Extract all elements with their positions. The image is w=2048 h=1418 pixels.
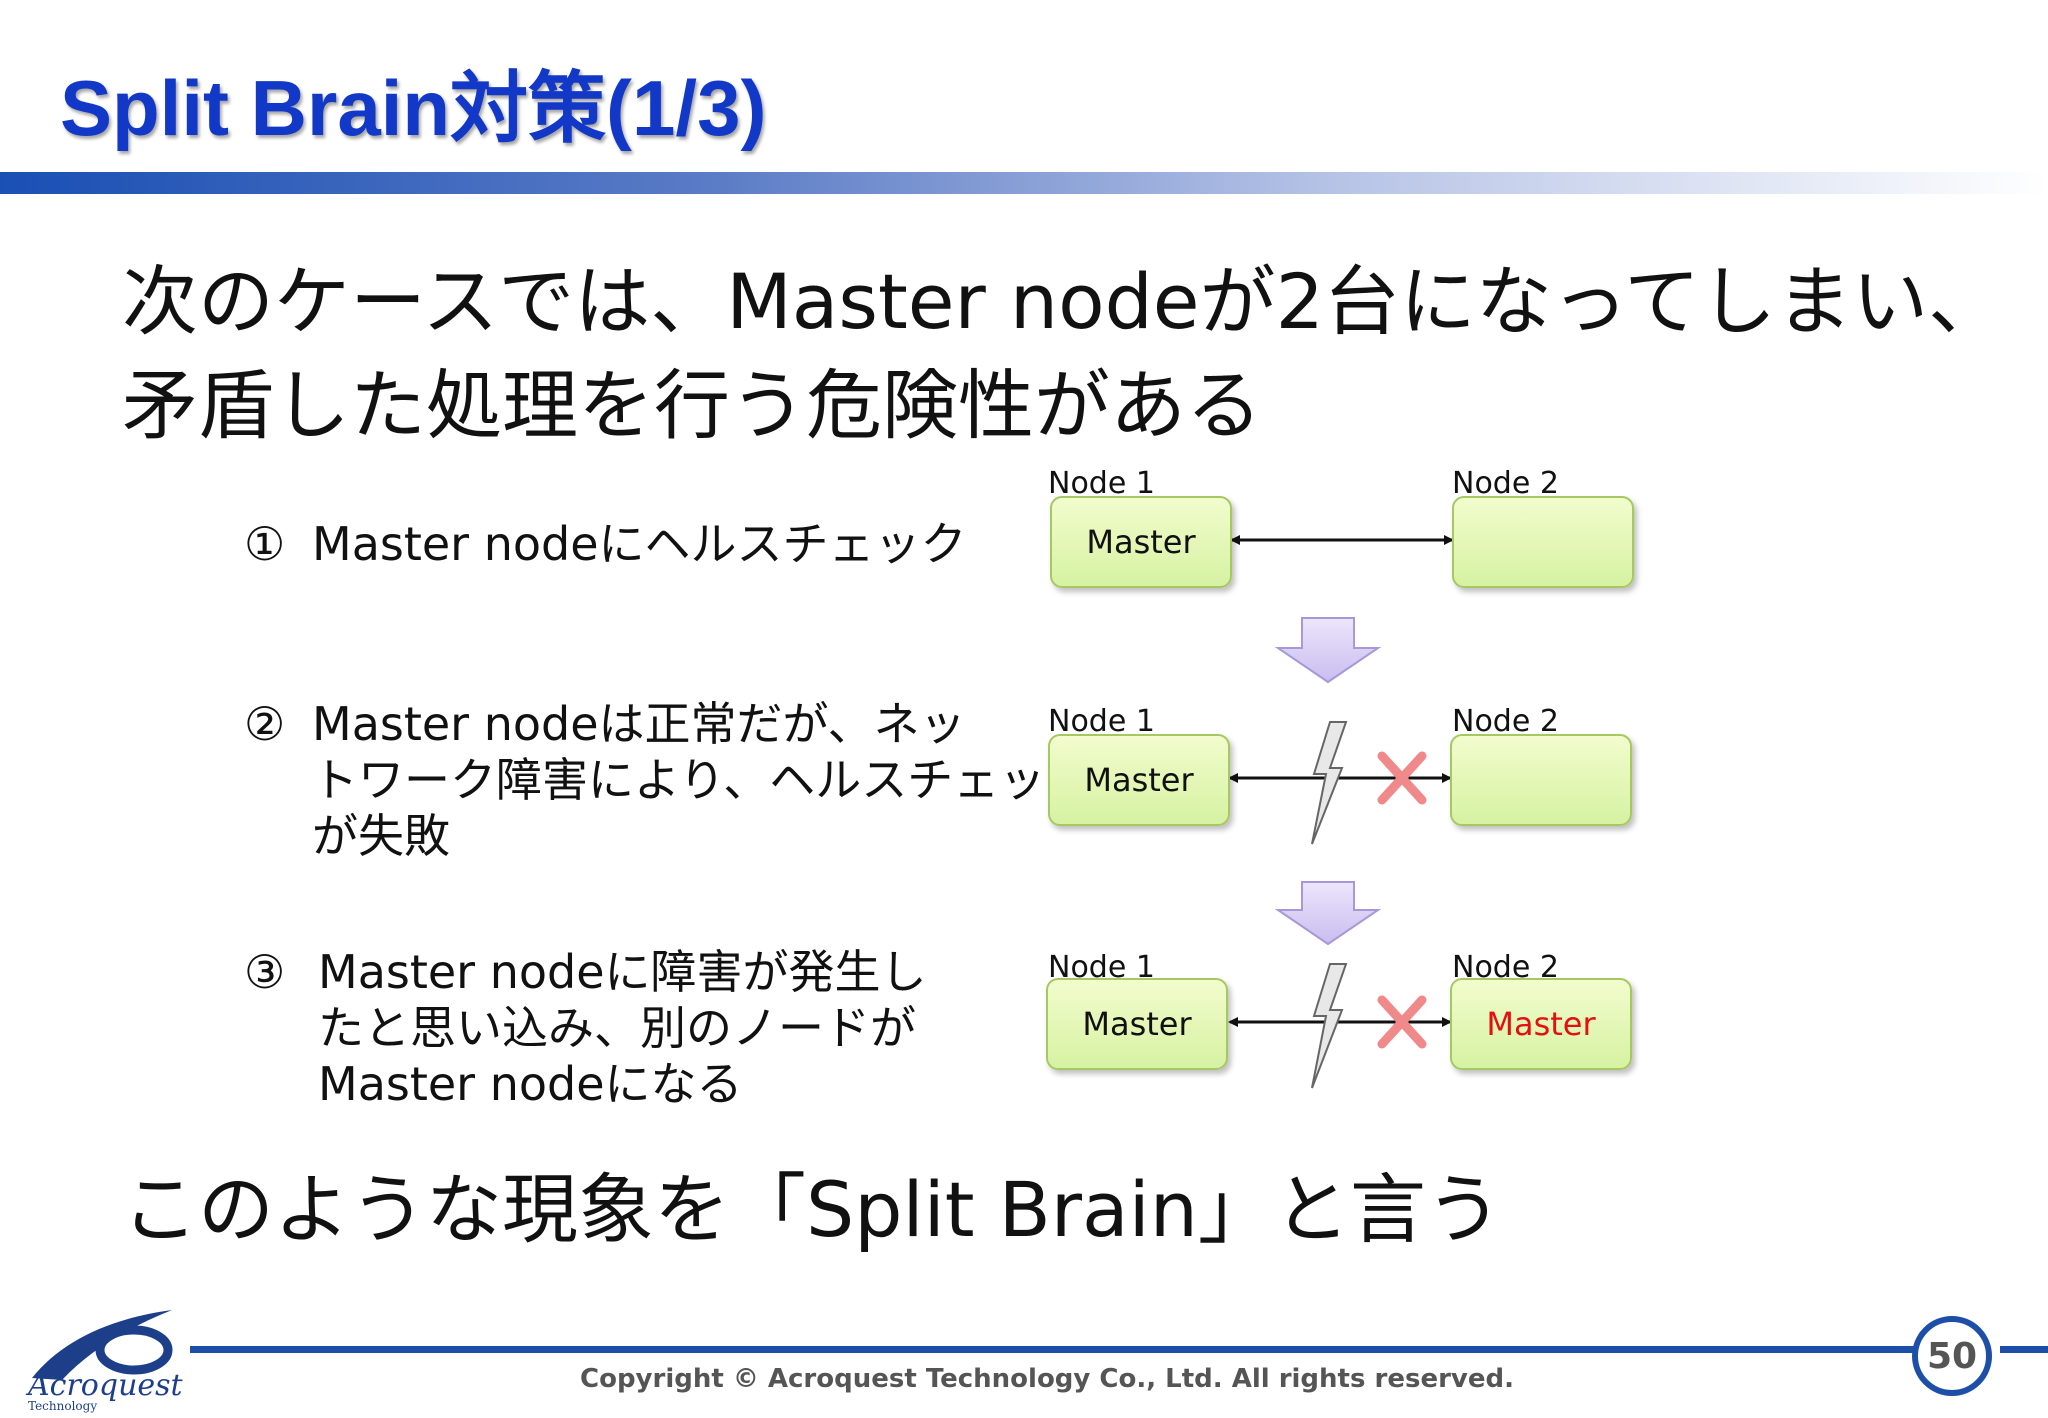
logo-subtitle: Technology (28, 1399, 98, 1413)
step-2-line-3: が失敗 (312, 809, 450, 863)
row-2-node-2-box (1450, 734, 1632, 826)
down-arrow-1 (1274, 617, 1382, 684)
slide-title: Split Brain対策(1/3) (60, 64, 767, 152)
step-1-line-1: Master nodeにヘルスチェック (312, 517, 967, 571)
row-3-node-2-box: Master (1450, 978, 1632, 1070)
split-brain-diagram: Node 1 Master Node 2 Node 1 Master Node … (1000, 450, 1700, 1150)
step-2-line-2: トワーク障害により、ヘルスチェック (312, 753, 1092, 807)
step-2-number: ② (244, 697, 286, 751)
lead-text: 次のケースでは、Master nodeが2台になってしまい、 矛盾した処理を行う… (122, 250, 2004, 458)
logo-name: Acroquest (28, 1368, 183, 1403)
title-underline-bar (0, 172, 2048, 194)
footer-line (190, 1346, 1950, 1353)
row-2-cross-icon (1377, 751, 1427, 805)
row-3-node-1-box: Master (1046, 978, 1228, 1070)
row-1-node-1-box: Master (1050, 496, 1232, 588)
step-3-number: ③ (244, 945, 286, 999)
step-3-line-1: Master nodeに障害が発生し (318, 945, 927, 999)
row-2-node-1-label: Node 1 (1048, 704, 1155, 739)
row-3-lightning-icon (1311, 963, 1348, 1089)
row-2-lightning-icon (1311, 721, 1348, 845)
lead-line-2: 矛盾した処理を行う危険性がある (122, 361, 1262, 450)
down-arrow-2 (1274, 881, 1382, 946)
diagram-connectors (1228, 535, 1454, 1089)
row-2-node-2-label: Node 2 (1452, 704, 1559, 739)
step-3: ③ Master nodeに障害が発生し たと思い込み、別のノードが Maste… (244, 944, 927, 1112)
step-1: ① Master nodeにヘルスチェック (244, 516, 967, 572)
step-2: ② Master nodeは正常だが、ネッ トワーク障害により、ヘルスチェック … (244, 696, 1091, 864)
footer-line-right (2000, 1346, 2048, 1353)
row-3-cross-icon (1377, 995, 1427, 1049)
acroquest-logo-icon (32, 1310, 173, 1380)
summary-text: このような現象を「Split Brain」と言う (122, 1165, 1502, 1254)
step-1-number: ① (244, 517, 286, 571)
step-3-line-3: Master nodeになる (318, 1057, 743, 1111)
row-2-node-1-box: Master (1048, 734, 1230, 826)
row-1-node-2-box (1452, 496, 1634, 588)
row-1-node-1-label: Node 1 (1048, 466, 1155, 501)
step-2-line-1: Master nodeは正常だが、ネッ (312, 697, 966, 751)
page-number: 50 (1912, 1316, 1992, 1396)
copyright-text: Copyright © Acroquest Technology Co., Lt… (580, 1364, 1514, 1394)
lead-line-1: 次のケースでは、Master nodeが2台になってしまい、 (122, 257, 2005, 346)
step-3-line-2: たと思い込み、別のノードが (318, 1001, 916, 1055)
row-1-node-2-label: Node 2 (1452, 466, 1559, 501)
